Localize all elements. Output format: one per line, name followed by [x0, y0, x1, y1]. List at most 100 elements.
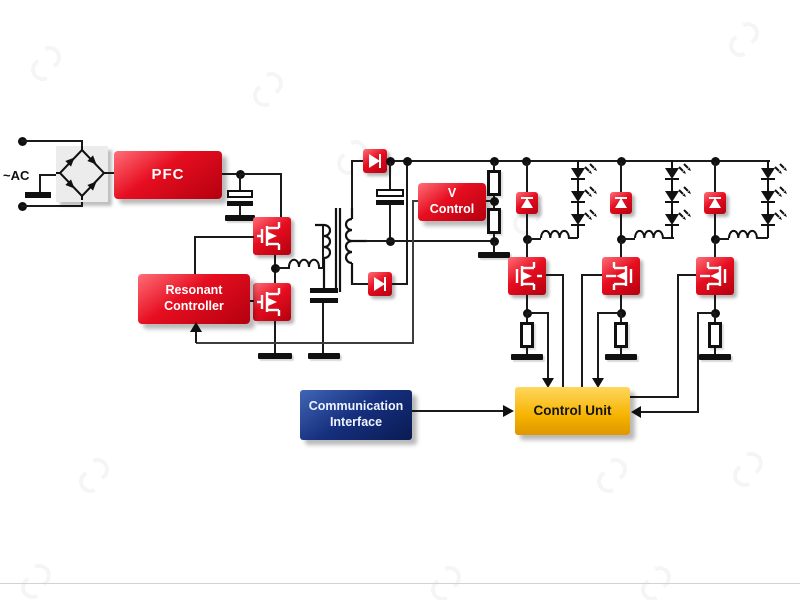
wire: [365, 240, 495, 242]
ground-icon: [225, 215, 255, 221]
wire: [714, 214, 716, 240]
pfc-block: PFC: [114, 151, 222, 199]
wire: [274, 321, 276, 353]
wire: [697, 312, 699, 413]
wire: [526, 295, 528, 313]
wire: [40, 174, 57, 176]
wire: [81, 199, 83, 207]
capacitor-plate: [310, 298, 338, 303]
wire: [597, 312, 599, 379]
ground-icon: [699, 354, 731, 360]
transformer-icon: [315, 208, 367, 292]
wire: [641, 411, 699, 413]
wire: [389, 162, 391, 189]
wire: [756, 237, 768, 239]
resistor-icon: [520, 322, 534, 348]
wire: [562, 274, 564, 387]
wire: [406, 162, 408, 284]
ac-input-label: ~AC: [3, 168, 30, 183]
wire: [630, 396, 679, 398]
capacitor-plate: [376, 200, 404, 205]
communication-interface-block: Communication Interface: [300, 390, 412, 440]
wire: [677, 274, 679, 398]
wire: [392, 283, 408, 285]
wire: [195, 331, 197, 343]
wire: [39, 174, 41, 192]
inductor-icon: [288, 258, 320, 268]
wire: [714, 348, 716, 354]
junction-dot: [617, 157, 626, 166]
watermark-swirl: [20, 564, 46, 594]
junction-dot: [522, 157, 531, 166]
wire: [318, 267, 324, 269]
inductor-icon: [540, 229, 570, 239]
wire: [239, 206, 241, 215]
mosfet-icon: [696, 257, 734, 295]
wire: [412, 410, 504, 412]
ground-icon: [605, 354, 637, 360]
wire: [620, 348, 622, 354]
inductor-icon: [728, 229, 758, 239]
wire: [714, 162, 716, 192]
wire: [351, 283, 368, 285]
junction-dot: [386, 157, 395, 166]
wire: [412, 200, 418, 202]
wire: [620, 295, 622, 313]
wire: [351, 160, 363, 162]
capacitor-plate: [376, 189, 404, 197]
junction-dot: [490, 237, 499, 246]
mosfet-icon: [253, 217, 291, 255]
arrowhead: [592, 378, 604, 388]
wire: [581, 274, 583, 387]
mosfet-icon: [508, 257, 546, 295]
wire: [546, 274, 564, 276]
wire: [527, 238, 541, 240]
wire: [678, 274, 696, 276]
wire: [621, 238, 635, 240]
resistor-icon: [487, 208, 501, 234]
wire: [194, 236, 254, 238]
watermark-swirl: [732, 452, 758, 482]
mosfet-icon: [602, 257, 640, 295]
wire: [526, 214, 528, 240]
resistor-icon: [487, 170, 501, 196]
junction-dot: [403, 157, 412, 166]
wire: [389, 205, 391, 241]
wire: [714, 240, 716, 257]
ground-icon: [478, 252, 510, 258]
junction-dot: [490, 197, 499, 206]
ground-icon: [511, 354, 543, 360]
wire: [582, 274, 602, 276]
diode-icon: [610, 192, 632, 214]
wire: [280, 173, 282, 217]
diode-icon: [516, 192, 538, 214]
wire: [322, 225, 324, 269]
capacitor-plate: [310, 288, 338, 293]
resistor-icon: [614, 322, 628, 348]
wire: [620, 162, 622, 192]
wire: [714, 295, 716, 313]
wire: [239, 174, 241, 190]
arrowhead: [190, 322, 202, 332]
led-string-icon: [571, 160, 597, 238]
wire: [196, 342, 414, 344]
wire: [81, 140, 83, 148]
wire: [620, 240, 622, 257]
watermark-swirl: [78, 458, 104, 488]
led-string-icon: [665, 160, 691, 238]
wire: [222, 173, 242, 175]
wire: [351, 161, 353, 209]
wire: [526, 348, 528, 354]
watermark-swirl: [336, 140, 362, 170]
wire: [526, 162, 528, 192]
wire: [620, 214, 622, 240]
wire: [107, 172, 115, 174]
ground-icon: [258, 353, 292, 359]
capacitor-plate: [227, 190, 253, 198]
wire: [698, 312, 716, 314]
wire: [620, 313, 622, 322]
wire: [194, 237, 196, 275]
watermark-swirl: [430, 566, 456, 596]
arrowhead: [503, 405, 514, 417]
mosfet-icon: [253, 283, 291, 321]
